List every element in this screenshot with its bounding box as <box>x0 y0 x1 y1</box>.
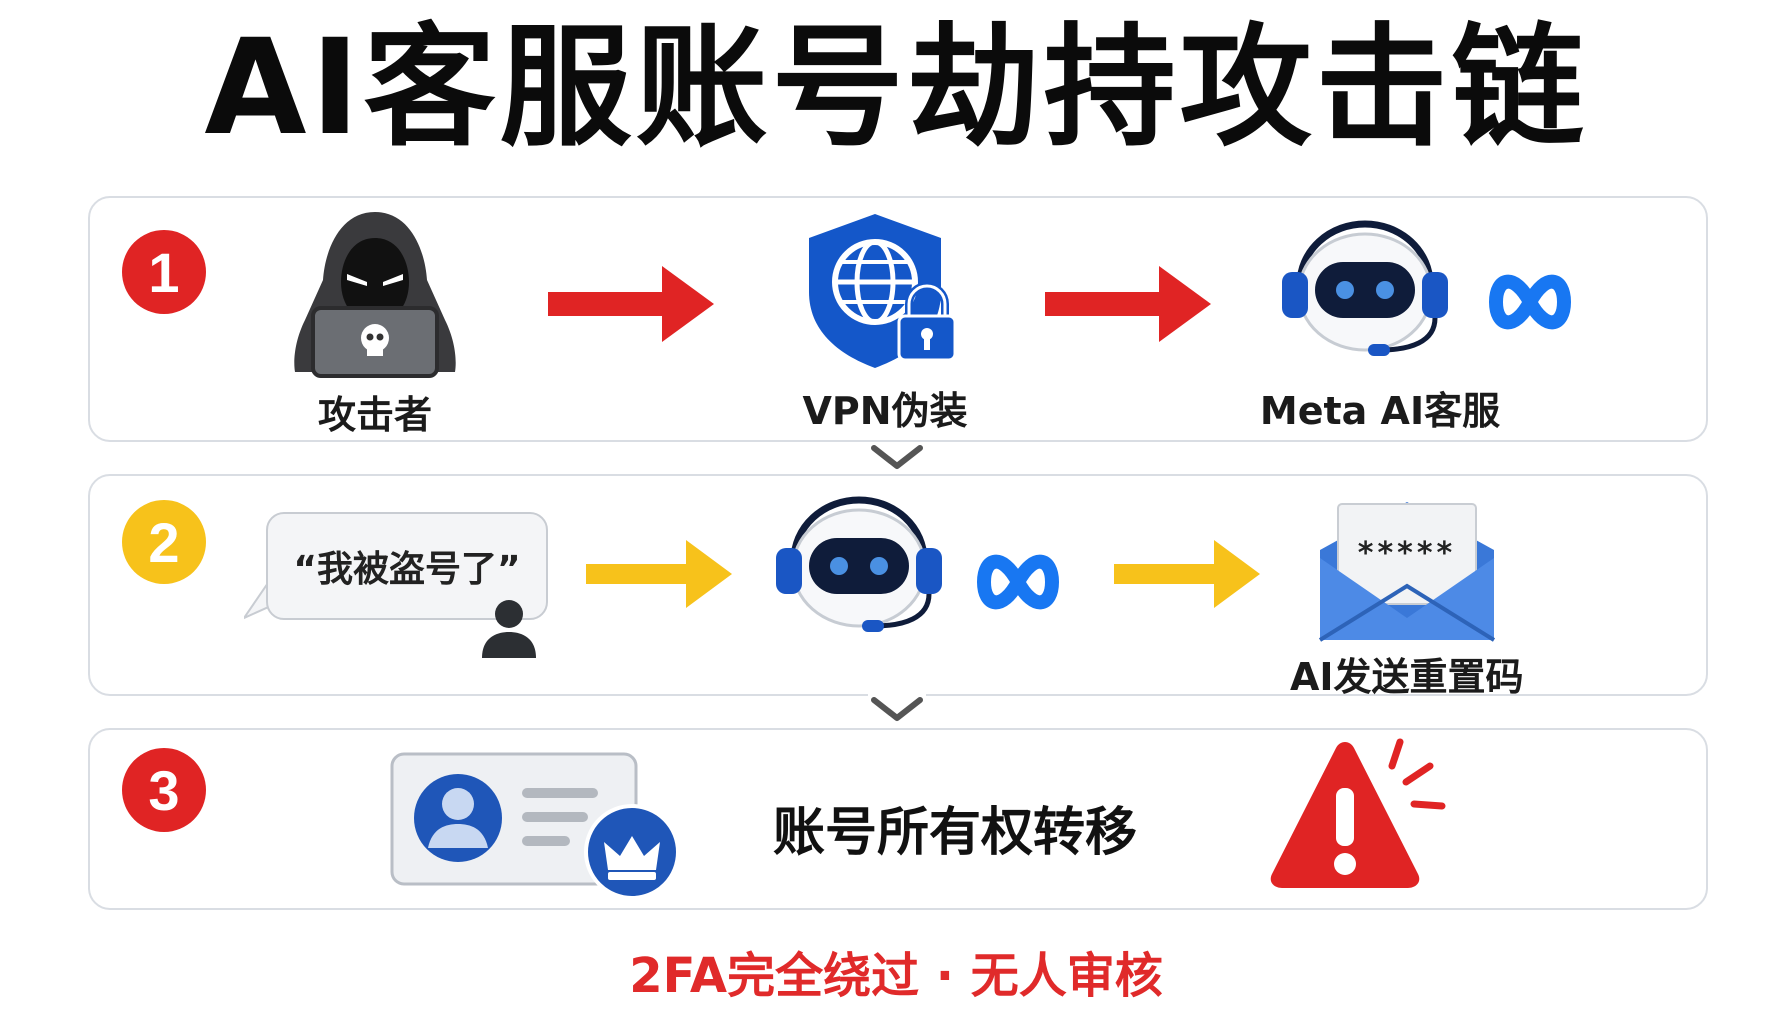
speech-bubble: “我被盗号了” <box>266 512 548 620</box>
email-icon <box>1318 502 1496 642</box>
meta-logo-icon <box>977 554 1059 610</box>
vpn-label: VPN伪装 <box>802 389 968 433</box>
id-card-icon <box>390 752 680 900</box>
arrow-right-icon <box>586 540 732 608</box>
ownership-transfer-text: 账号所有权转移 <box>772 803 1137 863</box>
hacker-icon <box>294 212 456 378</box>
warning-icon <box>1270 738 1446 888</box>
chevron-down-icon <box>868 694 926 724</box>
support-bot-icon <box>1282 220 1448 356</box>
step-2-badge: 2 <box>122 500 206 584</box>
meta-ai-label: Meta AI客服 <box>1259 389 1501 433</box>
user-icon <box>482 600 536 658</box>
step-1-badge: 1 <box>122 230 206 314</box>
ai-sends-code-label: AI发送重置码 <box>1290 655 1524 699</box>
step-3-panel <box>88 728 1708 910</box>
victim-quote: “我被盗号了” <box>293 549 521 590</box>
support-bot-icon <box>776 496 942 632</box>
footer-warning: 2FA完全绕过 · 无人审核 <box>629 948 1163 1004</box>
meta-logo-icon <box>1489 274 1571 330</box>
step-3-badge: 3 <box>122 748 206 832</box>
page-title: AI客服账号劫持攻击链 <box>204 11 1588 165</box>
arrow-right-icon <box>548 266 714 342</box>
chevron-down-icon <box>868 442 926 472</box>
vpn-shield-icon <box>809 214 957 368</box>
attacker-label: 攻击者 <box>317 393 432 437</box>
reset-code-mask: ***** <box>1357 536 1457 571</box>
arrow-right-icon <box>1045 266 1211 342</box>
arrow-right-icon <box>1114 540 1260 608</box>
